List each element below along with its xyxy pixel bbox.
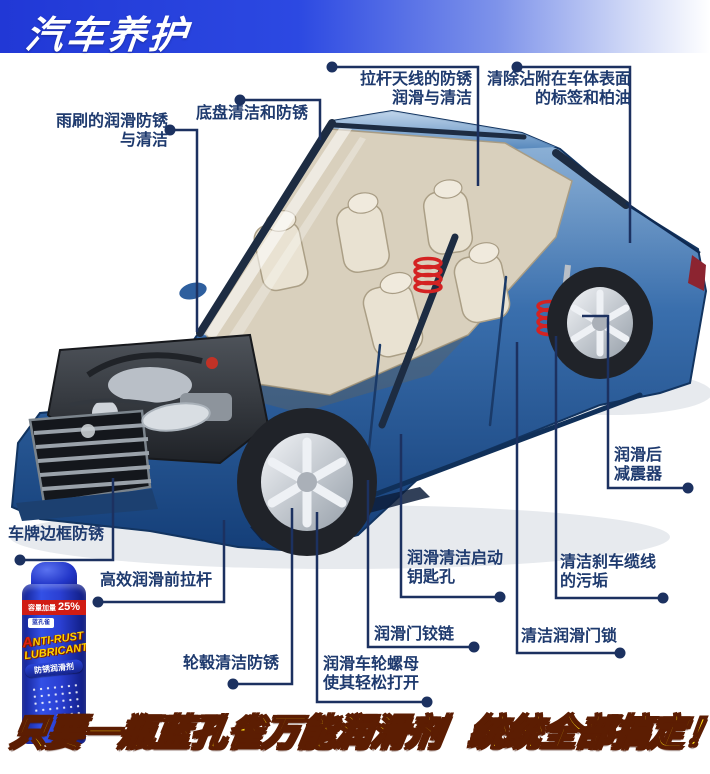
rear-wheel (547, 267, 653, 379)
interior-cutaway (203, 127, 573, 413)
tagline-part2: 统统全部搞定！ (466, 711, 710, 754)
can-body: 容量加量 25% 蓝孔雀 ANTI-RUST LUBRICANT 防锈润滑剂 (22, 584, 86, 744)
callout-doorlock-label: 清洁润滑门锁 (521, 628, 618, 645)
product-spray-can: 容量加量 25% 蓝孔雀 ANTI-RUST LUBRICANT 防锈润滑剂 (22, 562, 86, 756)
header-bar: 汽车养护 (0, 0, 710, 57)
callout-hub-label: 轮毂清洁防锈 (183, 655, 280, 672)
tagline: 只要一瓶蓝孔雀万能润滑剂 统统全部搞定！ (8, 704, 710, 756)
callout-decal-label: 清除沾附在车体表面 的标签和柏油 (486, 71, 631, 107)
can-product-name: 防锈润滑剂 (24, 659, 84, 678)
taillight (688, 255, 706, 291)
page-title: 汽车养护 (23, 15, 192, 57)
callout-hinge-label: 润滑门铰链 (374, 626, 455, 643)
callout-tierod-label: 高效润滑前拉杆 (100, 572, 213, 589)
callout-lugnut-label: 润滑车轮螺母 使其轻松打开 (323, 656, 420, 692)
car-cutaway-illustration (10, 109, 710, 569)
can-promo-band: 容量加量 25% (22, 600, 86, 615)
front-grille (28, 409, 152, 505)
callout-plate-label: 车牌边框防锈 (8, 526, 105, 543)
trunk-seam (625, 201, 701, 255)
can-cap (31, 562, 77, 588)
callout-brakecable-label: 清洁刹车缆线 的污垢 (560, 554, 657, 590)
tagline-part1: 只要一瓶蓝孔雀万能润滑剂 (8, 711, 448, 754)
callout-wiper-label: 雨刷的润滑防锈 与清洁 (55, 113, 168, 149)
headlight (141, 402, 211, 432)
callout-shock-label: 润滑后 减震器 (614, 447, 663, 483)
can-brand-english: ANTI-RUST LUBRICANT (22, 629, 86, 663)
callout-ignition-label: 润滑清洁启动 钥匙孔 (407, 550, 504, 586)
can-brand-logo: 蓝孔雀 (28, 618, 54, 628)
callout-antenna-label: 拉杆天线的防锈 润滑与清洁 (359, 71, 472, 107)
callout-chassis-label: 底盘清洁和防锈 (196, 105, 309, 122)
front-wheel (237, 408, 377, 556)
side-mirror (179, 282, 207, 300)
